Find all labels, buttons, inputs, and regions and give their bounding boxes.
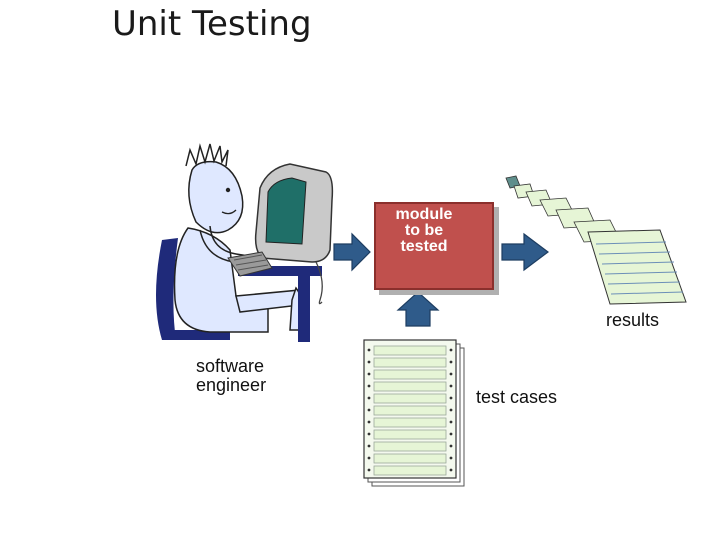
results-label: results [606,310,660,330]
computer-workstation-icon [227,163,334,342]
module-box [374,202,494,290]
software-engineer-label-line-2: engineer [196,375,267,395]
test-cases-label: test cases [476,387,558,407]
arrow-engineer-to-module [333,232,371,272]
module-label-line-2: to be [404,222,444,239]
test-cases-stack-icon [363,339,465,487]
arrow-tests-to-module [396,291,440,327]
arrow-module-to-results [501,232,549,272]
module-label: module to be tested [386,207,462,255]
results-printout-stack-icon [505,175,687,305]
software-engineer-label-line-1: software [196,356,265,376]
slide-title: Unit Testing [112,4,312,44]
module-label-line-1: module [395,206,453,223]
module-label-line-3: tested [400,238,448,255]
software-engineer-label: software engineer [196,357,266,395]
software-engineer-figure-icon [156,143,303,340]
